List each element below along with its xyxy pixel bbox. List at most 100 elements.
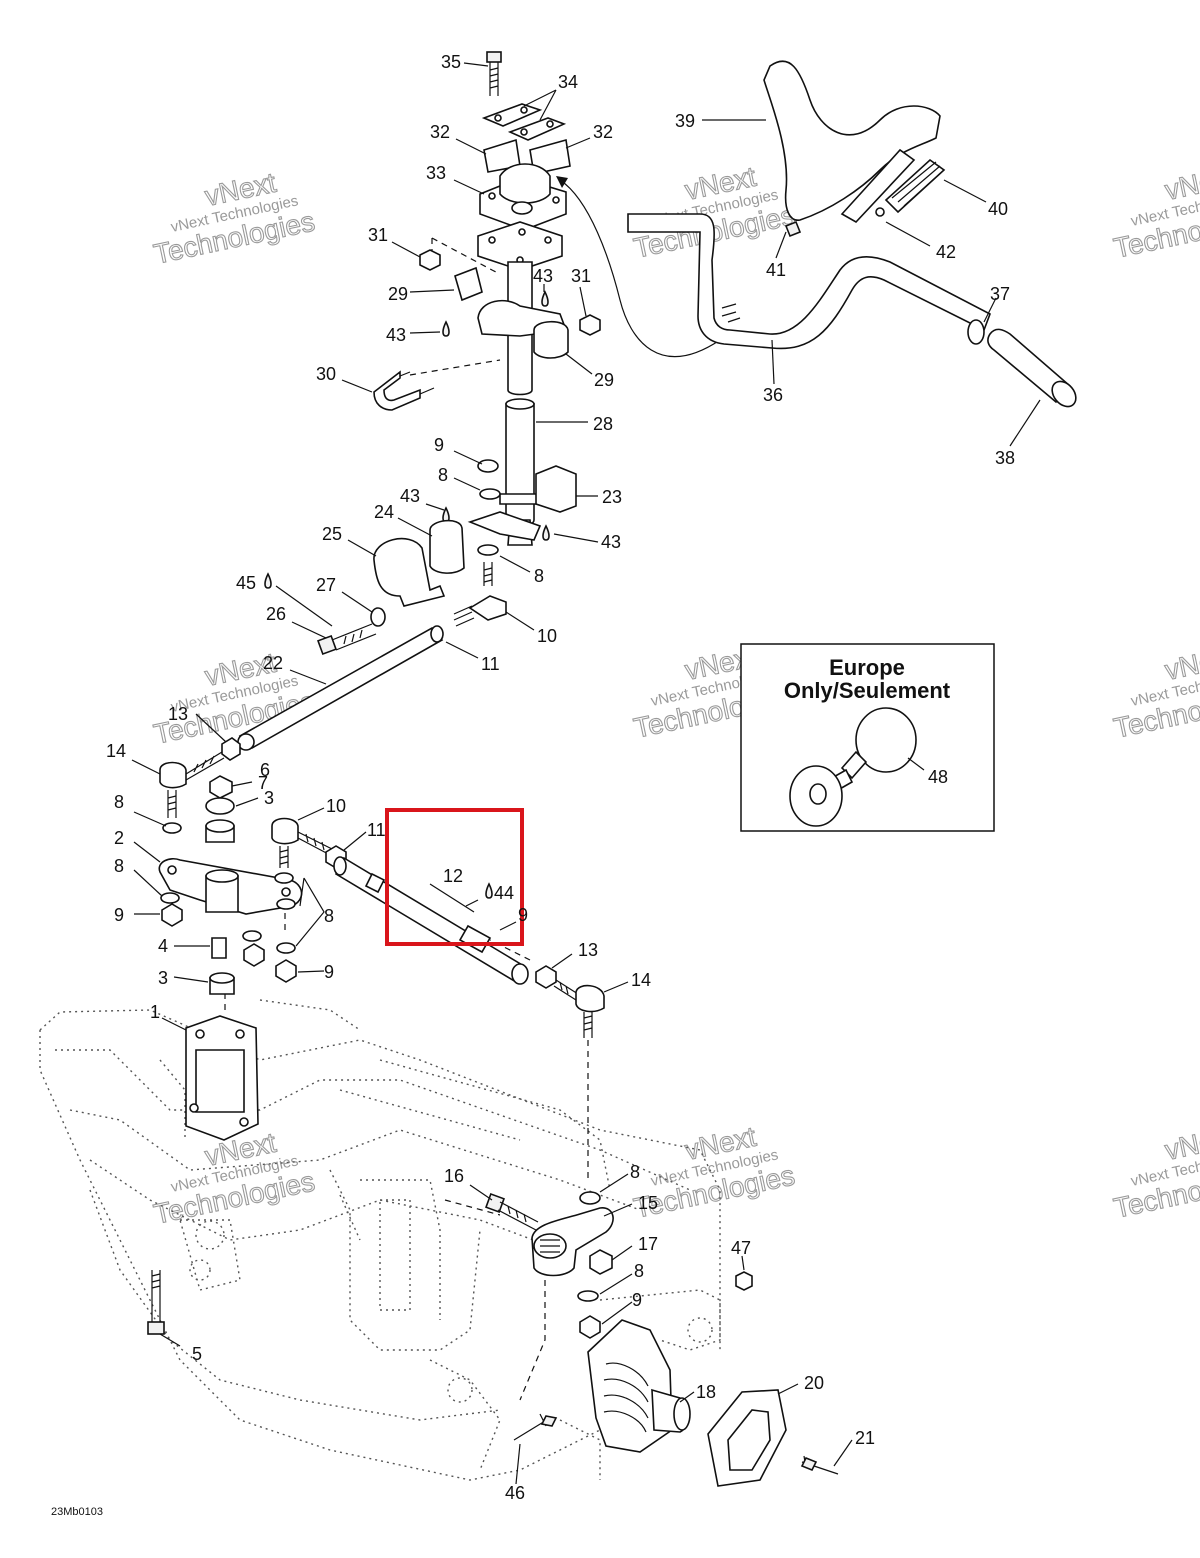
washer [370,607,386,627]
inset-subtitle: Only/Seulement [784,678,951,703]
watermark-text: vNext [1162,1121,1200,1166]
callout-1: 1 [150,1002,160,1022]
tie-rod-12 [334,856,526,984]
callout-8: 8 [324,906,334,926]
diagram-code: 23Mb0103 [51,1506,103,1518]
europe-inset: Europe Only/Seulement 48 [740,643,995,832]
washer [242,930,262,942]
ball-joint [468,595,507,621]
callout-37: 37 [990,284,1010,304]
rivet [800,1456,818,1472]
column-bracket [535,465,577,513]
grease-drop-icon [485,882,493,899]
callout-30: 30 [316,364,336,384]
tie-rod-assembly [333,808,605,1038]
callout-26: 26 [266,604,286,624]
washer [162,822,182,834]
callout-25: 25 [322,524,342,544]
callout-31: 31 [571,266,591,286]
washer [276,898,296,910]
callout-32: 32 [593,122,613,142]
watermark: vNext Technologies vNext Technologies [1111,640,1200,744]
callout-17: 17 [638,1234,658,1254]
callout-8: 8 [634,1261,644,1281]
callout-47: 47 [731,1238,751,1258]
watermarks: vNext Technologies vNext Technologies vN… [151,160,1200,1230]
callout-48: 48 [928,767,948,787]
callout-22: 22 [263,653,283,673]
callout-35: 35 [441,52,461,72]
column-bushing [533,320,569,359]
callout-31: 31 [368,225,388,245]
bushing-clamp [373,537,446,607]
clamp-plate [507,117,567,141]
callout-5: 5 [192,1344,202,1364]
grip-ring [967,319,985,345]
washer [477,544,499,556]
callout-16: 16 [444,1166,464,1186]
callout-15: 15 [638,1193,658,1213]
nut [535,965,557,989]
callout-46: 46 [505,1483,525,1503]
callout-44: 44 [494,883,514,903]
ball-joint [575,984,605,1013]
grease-drop-icon [541,290,549,307]
steering-boot [587,1319,673,1453]
callout-9: 9 [518,905,528,925]
callout-29: 29 [388,284,408,304]
callout-7: 7 [258,773,268,793]
callout-40: 40 [988,199,1008,219]
callout-8: 8 [534,566,544,586]
callout-43: 43 [400,486,420,506]
column-bushing [454,266,483,302]
washer [579,1191,601,1205]
steering-column-lower [505,403,535,527]
watermark-text: vNext [1162,161,1200,206]
column-top-plate [477,221,563,271]
callout-9: 9 [114,905,124,925]
grease-drop-icon [264,572,272,589]
washer [276,942,296,954]
callout-12: 12 [443,866,463,886]
washer [160,892,180,904]
callout-36: 36 [763,385,783,405]
callout-14: 14 [631,970,651,990]
callout-27: 27 [316,575,336,595]
washer [479,488,501,500]
nut [209,775,233,799]
callout-8: 8 [114,792,124,812]
callout-34: 34 [558,72,578,92]
steering-bushing [429,519,465,574]
callout-11: 11 [481,654,500,674]
callout-8: 8 [630,1162,640,1182]
handlebar-pad [763,60,941,221]
nut [735,1271,753,1291]
steering-column-assembly [237,51,601,751]
nut [275,959,297,983]
callout-45: 45 [236,573,256,593]
callout-33: 33 [426,163,446,183]
watermark: vNext Technologies vNext Technologies [1111,160,1200,264]
callout-23: 23 [602,487,622,507]
grease-drop-icon [442,320,450,337]
callout-9: 9 [324,962,334,982]
nut [221,737,241,761]
callout-24: 24 [374,502,394,522]
watermark: vNext Technologies vNext Technologies [151,646,318,750]
horn-bulb [855,707,917,773]
callout-9: 9 [434,435,444,455]
handlebar-assembly [627,60,1077,408]
nut [477,459,499,473]
clamp-plate [481,103,543,127]
callout-21: 21 [855,1428,875,1448]
watermark: vNext Technologies vNext Technologies [151,166,318,270]
callout-39: 39 [675,111,695,131]
callout-4: 4 [158,936,168,956]
callout-42: 42 [936,242,956,262]
ball-joint [159,761,187,789]
spacer [211,937,227,959]
callout-38: 38 [995,448,1015,468]
nut [579,314,601,336]
callout-18: 18 [696,1382,716,1402]
